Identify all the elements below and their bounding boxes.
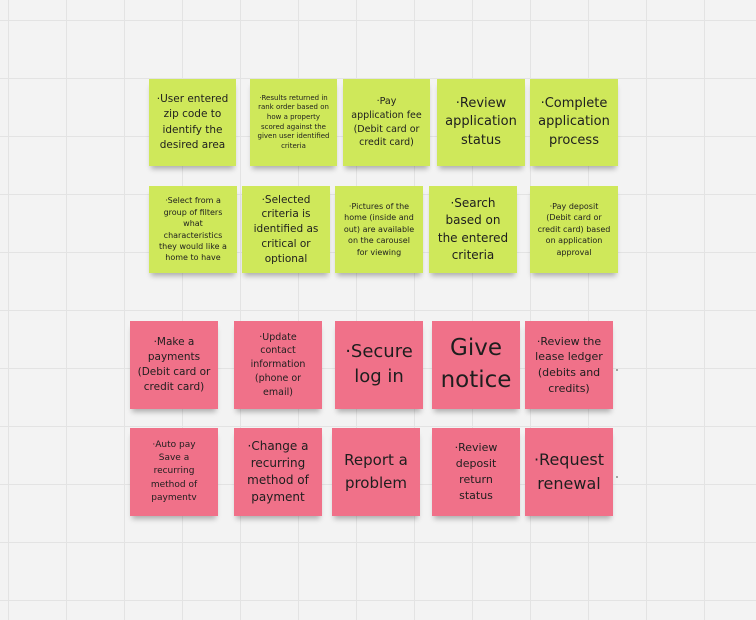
sticky-note-secure-login[interactable]: ·Secure log in	[335, 321, 423, 409]
sticky-note-review-deposit-return[interactable]: ·Review deposit return status	[432, 428, 520, 516]
sticky-note-review-application-status[interactable]: ·Review application status	[437, 79, 525, 166]
canvas-dot	[616, 369, 618, 371]
sticky-note-text: ·Update contact information (phone or em…	[250, 331, 306, 398]
sticky-note-review-lease-ledger[interactable]: ·Review the lease ledger (debits and cre…	[525, 321, 613, 409]
sticky-note-text: Report a problem	[344, 450, 408, 492]
sticky-note-text: ·Auto pay Save a recurring method of pay…	[150, 440, 198, 503]
sticky-note-text: Give notice	[440, 335, 512, 393]
sticky-note-request-renewal[interactable]: ·Request renewal	[525, 428, 613, 516]
canvas-dot	[616, 476, 618, 478]
sticky-note-text: ·Pay deposit (Debit card or credit card)…	[537, 202, 611, 257]
sticky-note-text: ·Complete application process	[538, 95, 610, 148]
sticky-note-text: ·Selected criteria is identified as crit…	[253, 193, 319, 265]
sticky-note-text: ·Review the lease ledger (debits and cre…	[535, 334, 603, 395]
sticky-note-complete-application[interactable]: ·Complete application process	[530, 79, 618, 166]
sticky-note-text: ·Request renewal	[533, 450, 605, 493]
sticky-note-zip-code[interactable]: ·User entered zip code to identify the d…	[149, 79, 236, 166]
sticky-note-text: ·Review deposit return status	[454, 441, 498, 502]
sticky-note-select-filters[interactable]: ·Select from a group of filters what cha…	[149, 186, 237, 273]
sticky-note-auto-pay[interactable]: ·Auto pay Save a recurring method of pay…	[130, 428, 218, 516]
sticky-note-text: ·Search based on the entered criteria	[437, 196, 509, 262]
sticky-note-search-criteria[interactable]: ·Search based on the entered criteria	[429, 186, 517, 273]
sticky-note-text: ·Select from a group of filters what cha…	[159, 196, 227, 263]
sticky-note-give-notice[interactable]: Give notice	[432, 321, 520, 409]
sticky-note-selected-criteria[interactable]: ·Selected criteria is identified as crit…	[242, 186, 330, 273]
sticky-note-text: ·Secure log in	[345, 341, 413, 387]
sticky-note-text: ·User entered zip code to identify the d…	[156, 93, 229, 151]
sticky-note-pay-application-fee[interactable]: ·Pay application fee (Debit card or cred…	[343, 79, 430, 166]
sticky-note-text: ·Results returned in rank order based on…	[257, 93, 330, 150]
sticky-note-text: ·Change a recurring method of payment	[247, 438, 309, 505]
sticky-note-text: ·Make a payments (Debit card or credit c…	[137, 336, 211, 393]
sticky-note-text: ·Pictures of the home (inside and out) a…	[343, 201, 415, 257]
sticky-note-text: ·Review application status	[445, 95, 517, 148]
sticky-note-change-recurring-payment[interactable]: ·Change a recurring method of payment	[234, 428, 322, 516]
sticky-note-pay-deposit[interactable]: ·Pay deposit (Debit card or credit card)…	[530, 186, 618, 273]
sticky-note-text: ·Pay application fee (Debit card or cred…	[351, 95, 422, 149]
sticky-note-report-problem[interactable]: Report a problem	[332, 428, 420, 516]
sticky-note-results-rank-order[interactable]: ·Results returned in rank order based on…	[250, 79, 337, 166]
sticky-note-make-payments[interactable]: ·Make a payments (Debit card or credit c…	[130, 321, 218, 409]
sticky-note-pictures-carousel[interactable]: ·Pictures of the home (inside and out) a…	[335, 186, 423, 273]
sticky-note-update-contact[interactable]: ·Update contact information (phone or em…	[234, 321, 322, 409]
